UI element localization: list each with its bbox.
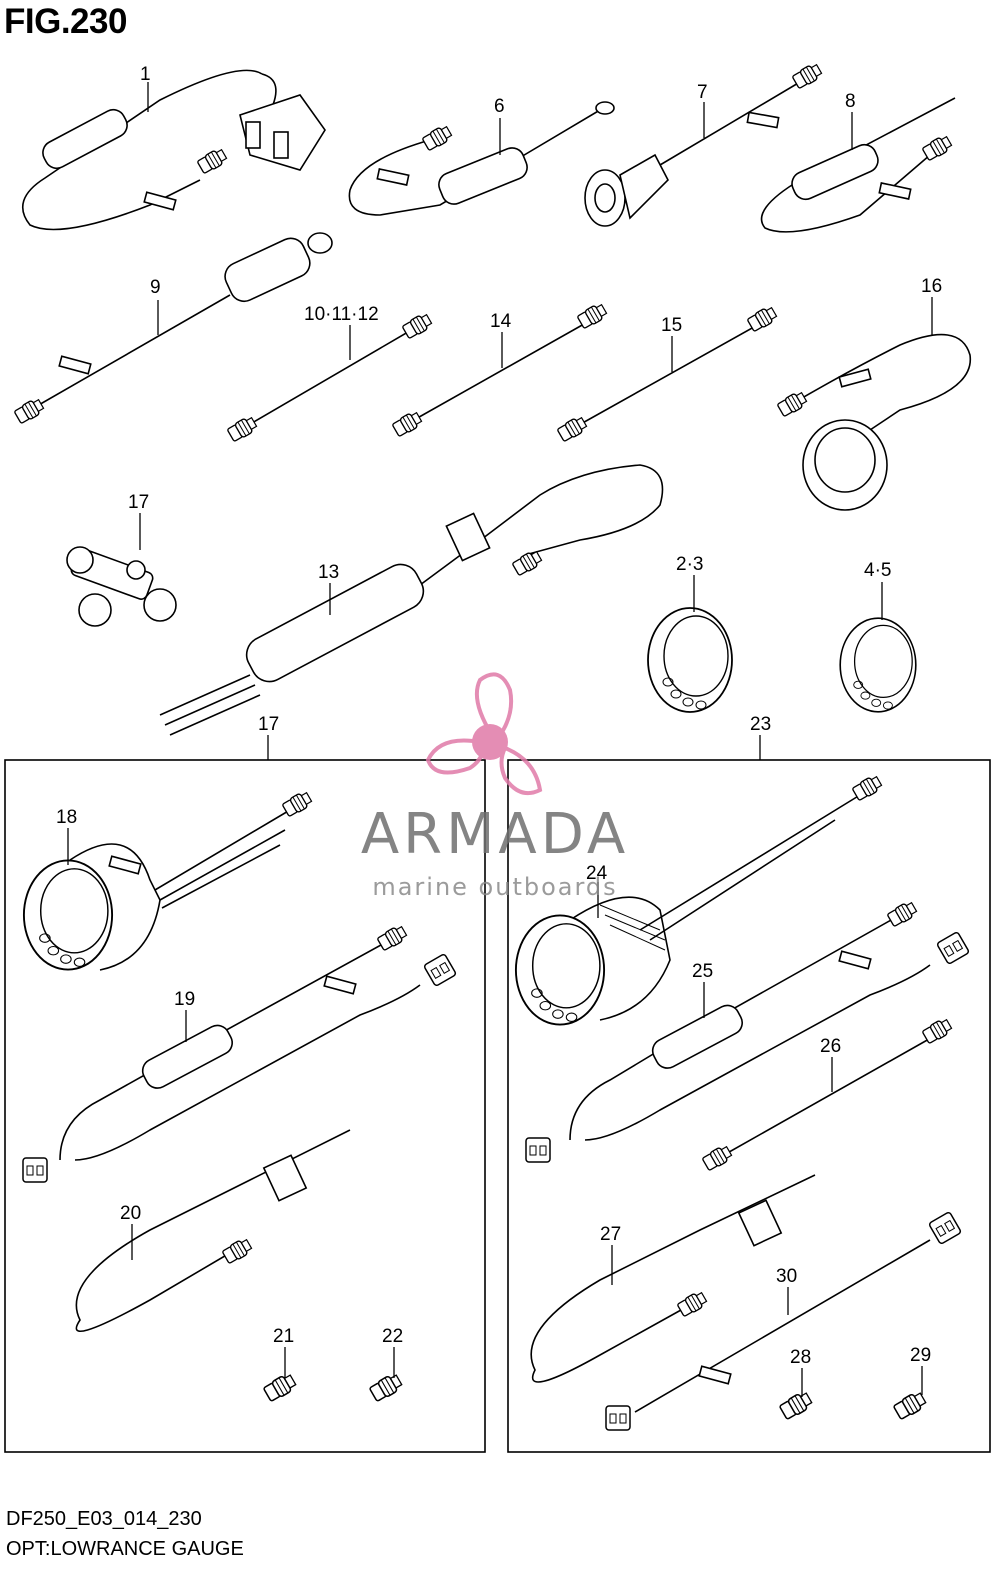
ref-label: 14 — [490, 311, 512, 332]
ref-label: 20 — [120, 1203, 141, 1224]
ref-label: 9 — [150, 277, 161, 298]
ref-label: 6 — [494, 96, 505, 117]
ref-label: 29 — [910, 1345, 931, 1366]
part-2-3-bezel-ring: 2·3 — [647, 554, 733, 713]
part-18-gauge — [22, 789, 314, 971]
part-30-label: 30 — [776, 1266, 797, 1315]
part-1-cable-with-bracket — [21, 69, 326, 231]
part-16-gps-antenna — [775, 333, 972, 511]
ref-label: 4·5 — [864, 560, 891, 581]
ref-label: 16 — [921, 276, 942, 297]
part-13-label: 13 — [318, 562, 339, 615]
ref-label: 7 — [697, 82, 708, 103]
part-6-label: 6 — [494, 96, 505, 155]
ref-label: 26 — [820, 1036, 841, 1057]
part-18-label: 18 — [56, 807, 77, 865]
ref-label: 8 — [845, 91, 856, 112]
ref-label: 30 — [776, 1266, 797, 1287]
kit-box-23: 23 — [507, 714, 991, 1453]
part-10-11-12-label: 10·11·12 — [304, 304, 379, 360]
part-22-terminator: 22 — [368, 1326, 405, 1404]
ref-label: 17 — [128, 492, 149, 513]
part-25-label: 25 — [692, 961, 713, 1018]
part-15-extension-cable — [555, 304, 779, 444]
part-7-thru-hull-sensor — [584, 61, 824, 227]
part-26-label: 26 — [820, 1036, 841, 1092]
part-25-harness — [525, 899, 971, 1163]
ref-label: 28 — [790, 1347, 811, 1368]
ref-label: 21 — [273, 1326, 294, 1347]
part-10-11-12-backbone-cable — [225, 311, 434, 444]
ref-label: 18 — [56, 807, 77, 828]
part-20-power-cable — [75, 1129, 351, 1333]
model-code: DF250_E03_014_230 — [6, 1508, 202, 1530]
ref-label: 15 — [661, 315, 682, 336]
ref-label: 17 — [258, 714, 279, 735]
watermark-tagline: marine outboards — [372, 873, 618, 901]
ref-label: 22 — [382, 1326, 403, 1347]
part-17-t-connector — [66, 546, 177, 627]
ref-label: 27 — [600, 1224, 621, 1245]
part-24-gauge — [514, 773, 884, 1026]
figure-caption: OPT:LOWRANCE GAUGE — [6, 1538, 244, 1560]
part-27-power-cable — [530, 1174, 816, 1383]
ref-label: 23 — [750, 714, 771, 735]
part-9-pressure-sensor-cable — [12, 232, 333, 426]
part-29-terminator: 29 — [892, 1345, 931, 1422]
part-26-extension-cable — [700, 1016, 954, 1173]
part-9-label: 9 — [150, 277, 161, 335]
part-20-label: 20 — [120, 1203, 141, 1260]
part-27-label: 27 — [600, 1224, 621, 1285]
part-28-terminator: 28 — [778, 1347, 815, 1422]
part-21-terminator: 21 — [262, 1326, 299, 1404]
figure-title: FIG.230 — [4, 2, 127, 41]
kit-box-17: 17 — [4, 714, 486, 1453]
ref-label: 24 — [586, 863, 608, 884]
part-30-adapter-cable — [605, 1210, 963, 1431]
ref-label: 1 — [140, 64, 151, 85]
ref-label: 10·11·12 — [304, 304, 379, 325]
part-14-label: 14 — [490, 311, 512, 368]
part-19-label: 19 — [174, 989, 195, 1042]
part-17-label: 17 — [128, 492, 149, 550]
part-14-extension-cable — [390, 301, 609, 439]
part-6-sensor-cable — [348, 101, 615, 216]
ref-label: 13 — [318, 562, 339, 583]
part-16-label: 16 — [921, 276, 942, 335]
part-4-5-bezel-ring: 4·5 — [839, 560, 917, 713]
ref-label: 19 — [174, 989, 195, 1010]
part-15-label: 15 — [661, 315, 682, 372]
ref-label: 2·3 — [676, 554, 703, 575]
part-19-harness — [22, 923, 458, 1183]
part-24-label: 24 — [586, 863, 608, 918]
watermark-name: ARMADA — [360, 802, 630, 867]
part-1-label: 1 — [140, 64, 151, 112]
ref-label: 25 — [692, 961, 713, 982]
part-8-label: 8 — [845, 91, 856, 150]
part-7-label: 7 — [697, 82, 708, 138]
part-8-cable — [760, 97, 956, 233]
propeller-icon — [425, 672, 543, 795]
part-13-power-cable — [159, 464, 664, 736]
